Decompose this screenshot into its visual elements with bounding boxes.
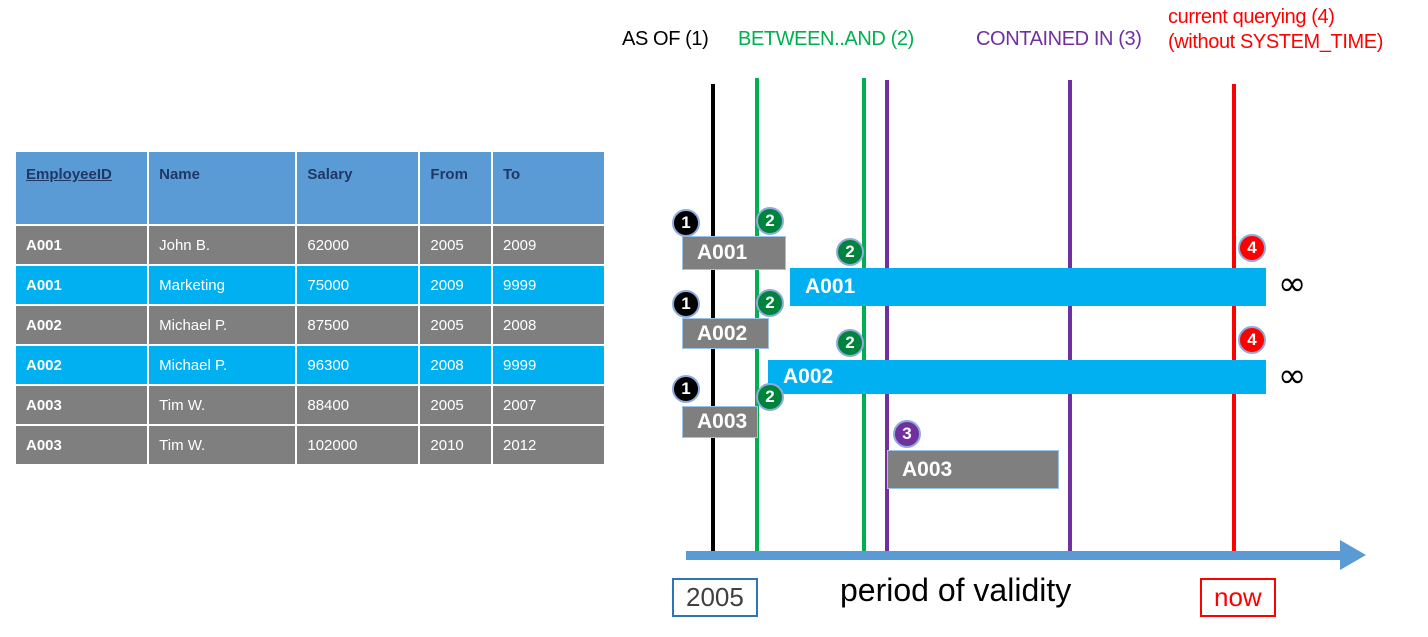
cell-to: 2008 xyxy=(493,306,604,344)
column-header-to: To xyxy=(493,152,604,224)
table-row: A002 Michael P. 87500 2005 2008 xyxy=(16,306,604,344)
cell-salary: 88400 xyxy=(297,386,419,424)
cell-salary: 96300 xyxy=(297,346,419,384)
cell-salary: 87500 xyxy=(297,306,419,344)
query-badge-1: 1 xyxy=(672,375,700,403)
cell-to: 9999 xyxy=(493,266,604,304)
cell-salary: 102000 xyxy=(297,426,419,464)
axis-center-label: period of validity xyxy=(840,572,1072,608)
cell-from: 2009 xyxy=(420,266,491,304)
validity-bar-a003: A003 xyxy=(887,450,1059,489)
cell-employeeid: A001 xyxy=(16,226,148,264)
cell-name: Michael P. xyxy=(149,346,296,384)
query-badge-3: 3 xyxy=(893,420,921,448)
employee-history-table: EmployeeID Name Salary From To A001 John… xyxy=(14,150,606,466)
cell-from: 2005 xyxy=(420,226,491,264)
cell-employeeid: A003 xyxy=(16,386,148,424)
cell-salary: 62000 xyxy=(297,226,419,264)
query-badge-1: 1 xyxy=(672,209,700,237)
validity-bar-label: A002 xyxy=(697,321,748,345)
cell-employeeid: A002 xyxy=(16,346,148,384)
legend-current-querying-line2: (without SYSTEM_TIME) xyxy=(1168,31,1383,53)
infinity-icon: ∞ xyxy=(1278,356,1307,396)
table-header-row: EmployeeID Name Salary From To xyxy=(16,152,604,224)
cell-employeeid: A002 xyxy=(16,306,148,344)
cell-from: 2005 xyxy=(420,386,491,424)
column-header-employeeid-label: EmployeeID xyxy=(26,166,112,183)
cell-to: 2009 xyxy=(493,226,604,264)
validity-bar-a002: A002 xyxy=(682,318,769,349)
validity-bar-label: A003 xyxy=(697,410,748,433)
table-row: A001 John B. 62000 2005 2009 xyxy=(16,226,604,264)
cell-name: Marketing xyxy=(149,266,296,304)
table-row: A003 Tim W. 102000 2010 2012 xyxy=(16,426,604,464)
query-badge-2: 2 xyxy=(836,329,864,357)
query-badge-1: 1 xyxy=(672,290,700,318)
contained-start-line xyxy=(885,80,889,558)
query-badge-2: 2 xyxy=(756,207,784,235)
cell-name: John B. xyxy=(149,226,296,264)
cell-from: 2005 xyxy=(420,306,491,344)
timeline-axis xyxy=(686,551,1346,560)
validity-bar-label: A003 xyxy=(902,457,953,481)
column-header-employeeid: EmployeeID xyxy=(16,152,148,224)
cell-to: 2007 xyxy=(493,386,604,424)
validity-bar-a001: A001 xyxy=(790,268,1266,306)
legend-contained-in: CONTAINED IN (3) xyxy=(976,28,1142,50)
query-badge-2: 2 xyxy=(756,383,784,411)
contained-end-line xyxy=(1068,80,1072,558)
table-row: A001 Marketing 75000 2009 9999 xyxy=(16,266,604,304)
cell-to: 2012 xyxy=(493,426,604,464)
query-badge-2: 2 xyxy=(836,238,864,266)
cell-name: Tim W. xyxy=(149,426,296,464)
timeline-arrow-icon xyxy=(1340,540,1366,570)
column-header-from: From xyxy=(420,152,491,224)
cell-employeeid: A001 xyxy=(16,266,148,304)
axis-end-label: now xyxy=(1200,578,1276,617)
cell-from: 2008 xyxy=(420,346,491,384)
query-badge-4: 4 xyxy=(1238,326,1266,354)
column-header-salary: Salary xyxy=(297,152,419,224)
legend-as-of: AS OF (1) xyxy=(622,28,709,50)
cell-from: 2010 xyxy=(420,426,491,464)
cell-salary: 75000 xyxy=(297,266,419,304)
column-header-name: Name xyxy=(149,152,296,224)
validity-bar-label: A001 xyxy=(697,241,748,264)
legend-current-querying-line1: current querying (4) xyxy=(1168,6,1335,28)
between-end-line xyxy=(862,78,866,558)
legend-current-querying: current querying (4) (without SYSTEM_TIM… xyxy=(1168,5,1383,55)
validity-bar-label: A002 xyxy=(783,365,834,388)
cell-to: 9999 xyxy=(493,346,604,384)
query-badge-4: 4 xyxy=(1238,234,1266,262)
legend-between-and: BETWEEN..AND (2) xyxy=(738,28,914,50)
validity-bar-a003: A003 xyxy=(682,406,758,438)
validity-bar-label: A001 xyxy=(805,275,856,298)
cell-name: Tim W. xyxy=(149,386,296,424)
table-row: A003 Tim W. 88400 2005 2007 xyxy=(16,386,604,424)
table-row: A002 Michael P. 96300 2008 9999 xyxy=(16,346,604,384)
validity-bar-a001: A001 xyxy=(682,236,786,270)
infinity-icon: ∞ xyxy=(1278,264,1307,304)
query-badge-2: 2 xyxy=(756,289,784,317)
validity-bar-a002: A002 xyxy=(768,360,1266,394)
now-line xyxy=(1232,84,1236,558)
axis-start-label: 2005 xyxy=(672,578,758,617)
cell-name: Michael P. xyxy=(149,306,296,344)
cell-employeeid: A003 xyxy=(16,426,148,464)
